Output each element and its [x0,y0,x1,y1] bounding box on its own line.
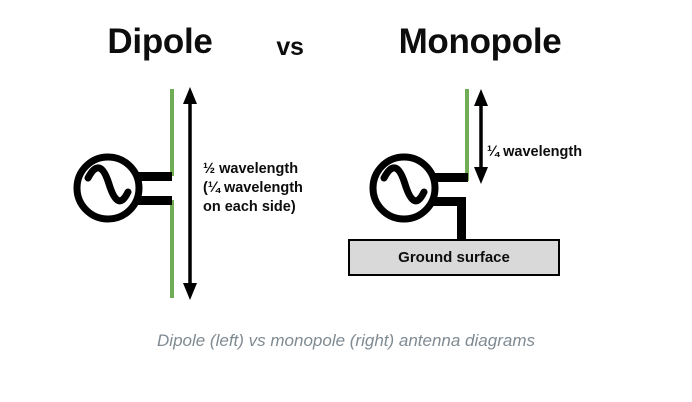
dipole-wavelength-label: ½ wavelength (¼ wavelength on each side) [203,161,303,215]
dipole-lower-element [170,200,174,298]
monopole-ground-wire [457,197,466,241]
monopole-upper-lead [428,173,468,182]
dipole-upper-lead [132,172,172,181]
figure-caption: Dipole (left) vs monopole (right) antenn… [157,331,535,350]
monopole-lower-lead [428,197,466,206]
dipole-ac-source-icon [84,164,132,205]
monopole-wavelength-label: ¼ wavelength [487,144,583,160]
ground-surface-box: Ground surface [348,239,560,276]
monopole-measure-arrow [474,89,488,184]
monopole-element [465,89,469,181]
dipole-upper-element [170,89,174,176]
ground-surface-label: Ground surface [398,249,510,266]
dipole-measure-arrow [183,87,197,300]
dipole-lower-lead [132,196,172,205]
title-dipole: Dipole [107,22,213,61]
monopole-ac-source-icon [380,164,428,205]
title-vs-separator: vs [276,33,304,61]
title-monopole: Monopole [398,22,562,61]
